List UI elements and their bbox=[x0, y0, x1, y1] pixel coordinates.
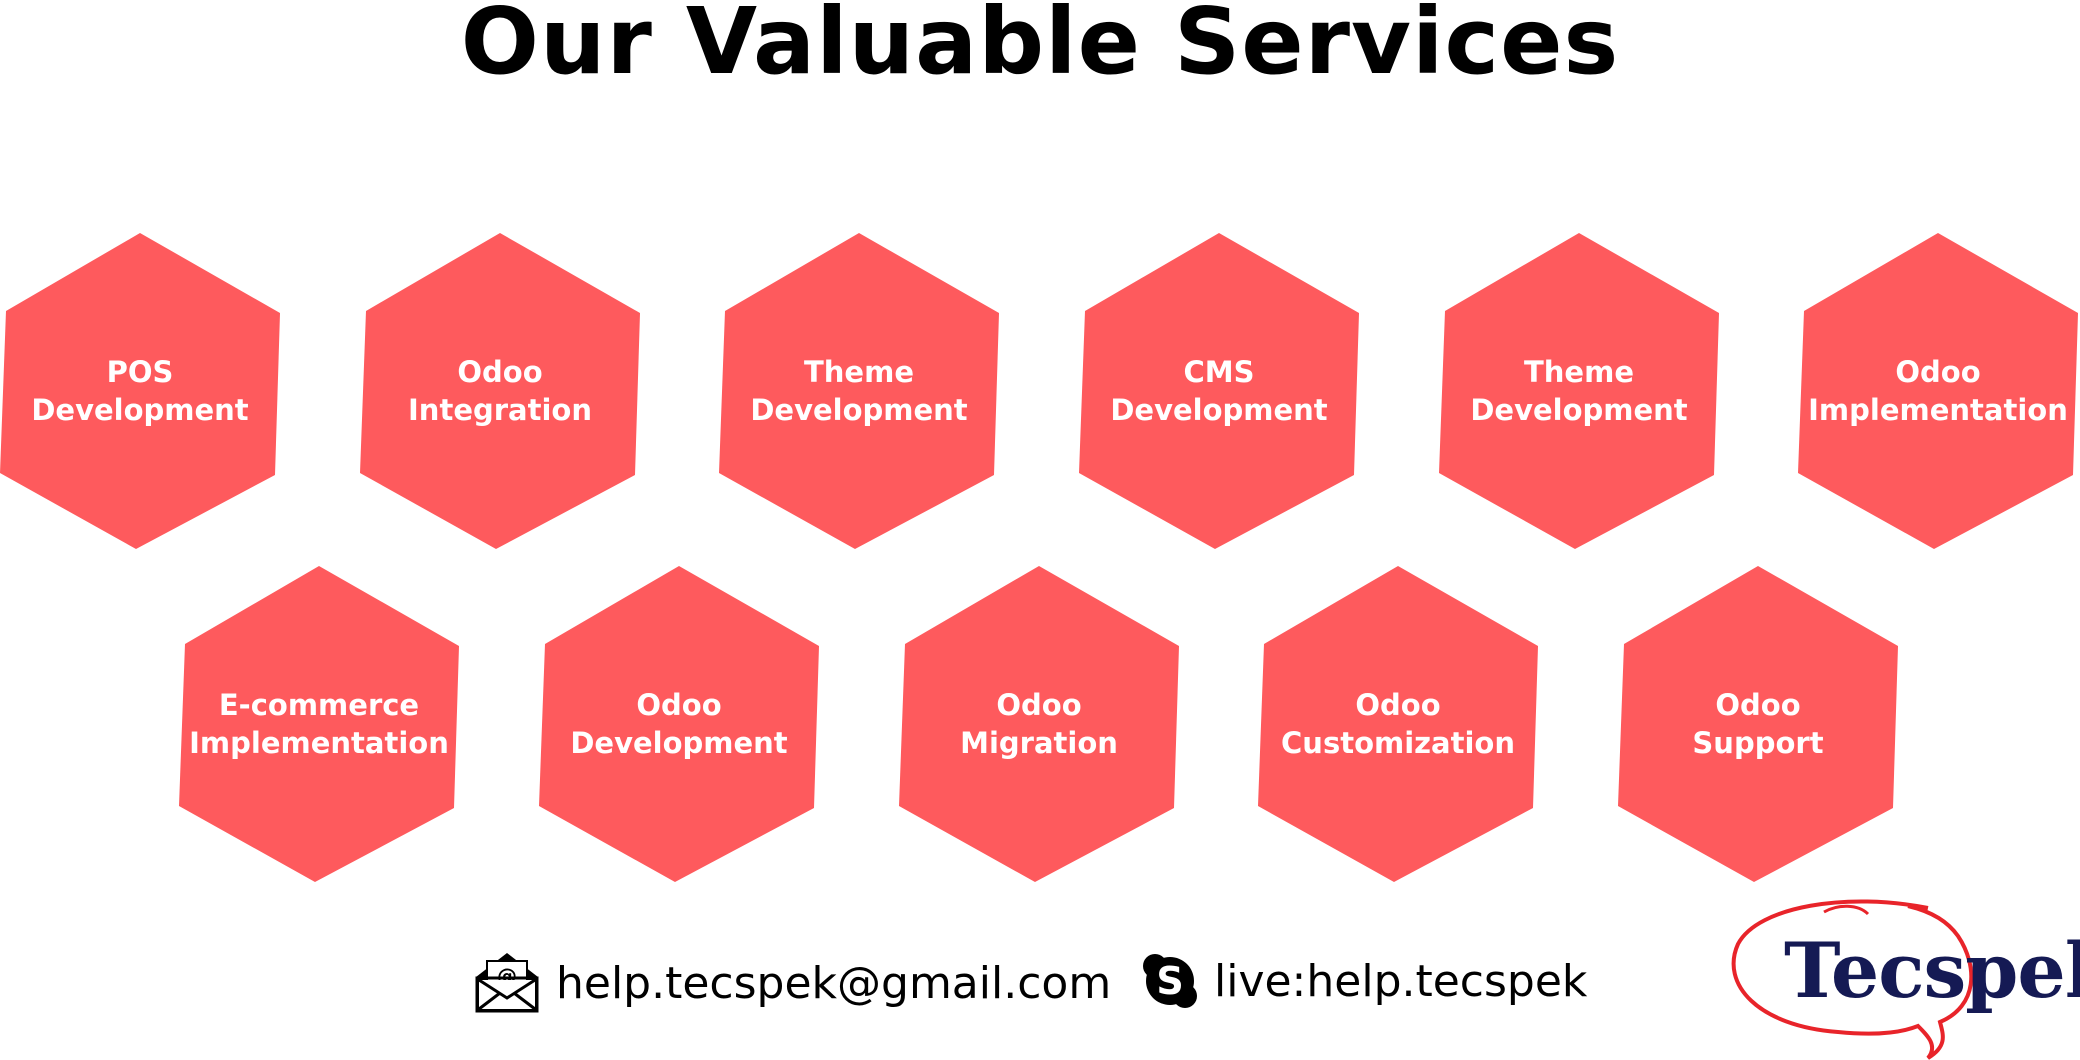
hexagon-shape bbox=[539, 566, 819, 882]
skype-icon: S bbox=[1143, 954, 1197, 1008]
hexagon-shape bbox=[360, 233, 640, 549]
hexagon-shape bbox=[179, 566, 459, 882]
logo-text: Tecspek bbox=[1784, 926, 2080, 1015]
hexagon-shape bbox=[719, 233, 999, 549]
page-title: Our Valuable Services bbox=[460, 0, 1620, 95]
svg-text:S: S bbox=[1156, 959, 1183, 1003]
hexagon-shape bbox=[1798, 233, 2078, 549]
skype-contact: S live:help.tecspek bbox=[1142, 946, 1587, 1016]
email-address[interactable]: help.tecspek@gmail.com bbox=[556, 957, 1112, 1009]
hexagon-shape bbox=[1079, 233, 1359, 549]
hexagon-shape bbox=[1439, 233, 1719, 549]
skype-id: live:help.tecspek bbox=[1214, 955, 1588, 1007]
hexagon-shape bbox=[1618, 566, 1898, 882]
hexagon-shape bbox=[899, 566, 1179, 882]
hexagon-shape bbox=[0, 233, 280, 549]
email-icon: @ bbox=[475, 953, 539, 1013]
logo-speech-bubble bbox=[1731, 899, 1974, 1060]
tecspek-logo: Tecspek bbox=[1728, 896, 2080, 1060]
email-contact: @ help.tecspek@gmail.com bbox=[474, 948, 1111, 1018]
hexagon-shape bbox=[1258, 566, 1538, 882]
